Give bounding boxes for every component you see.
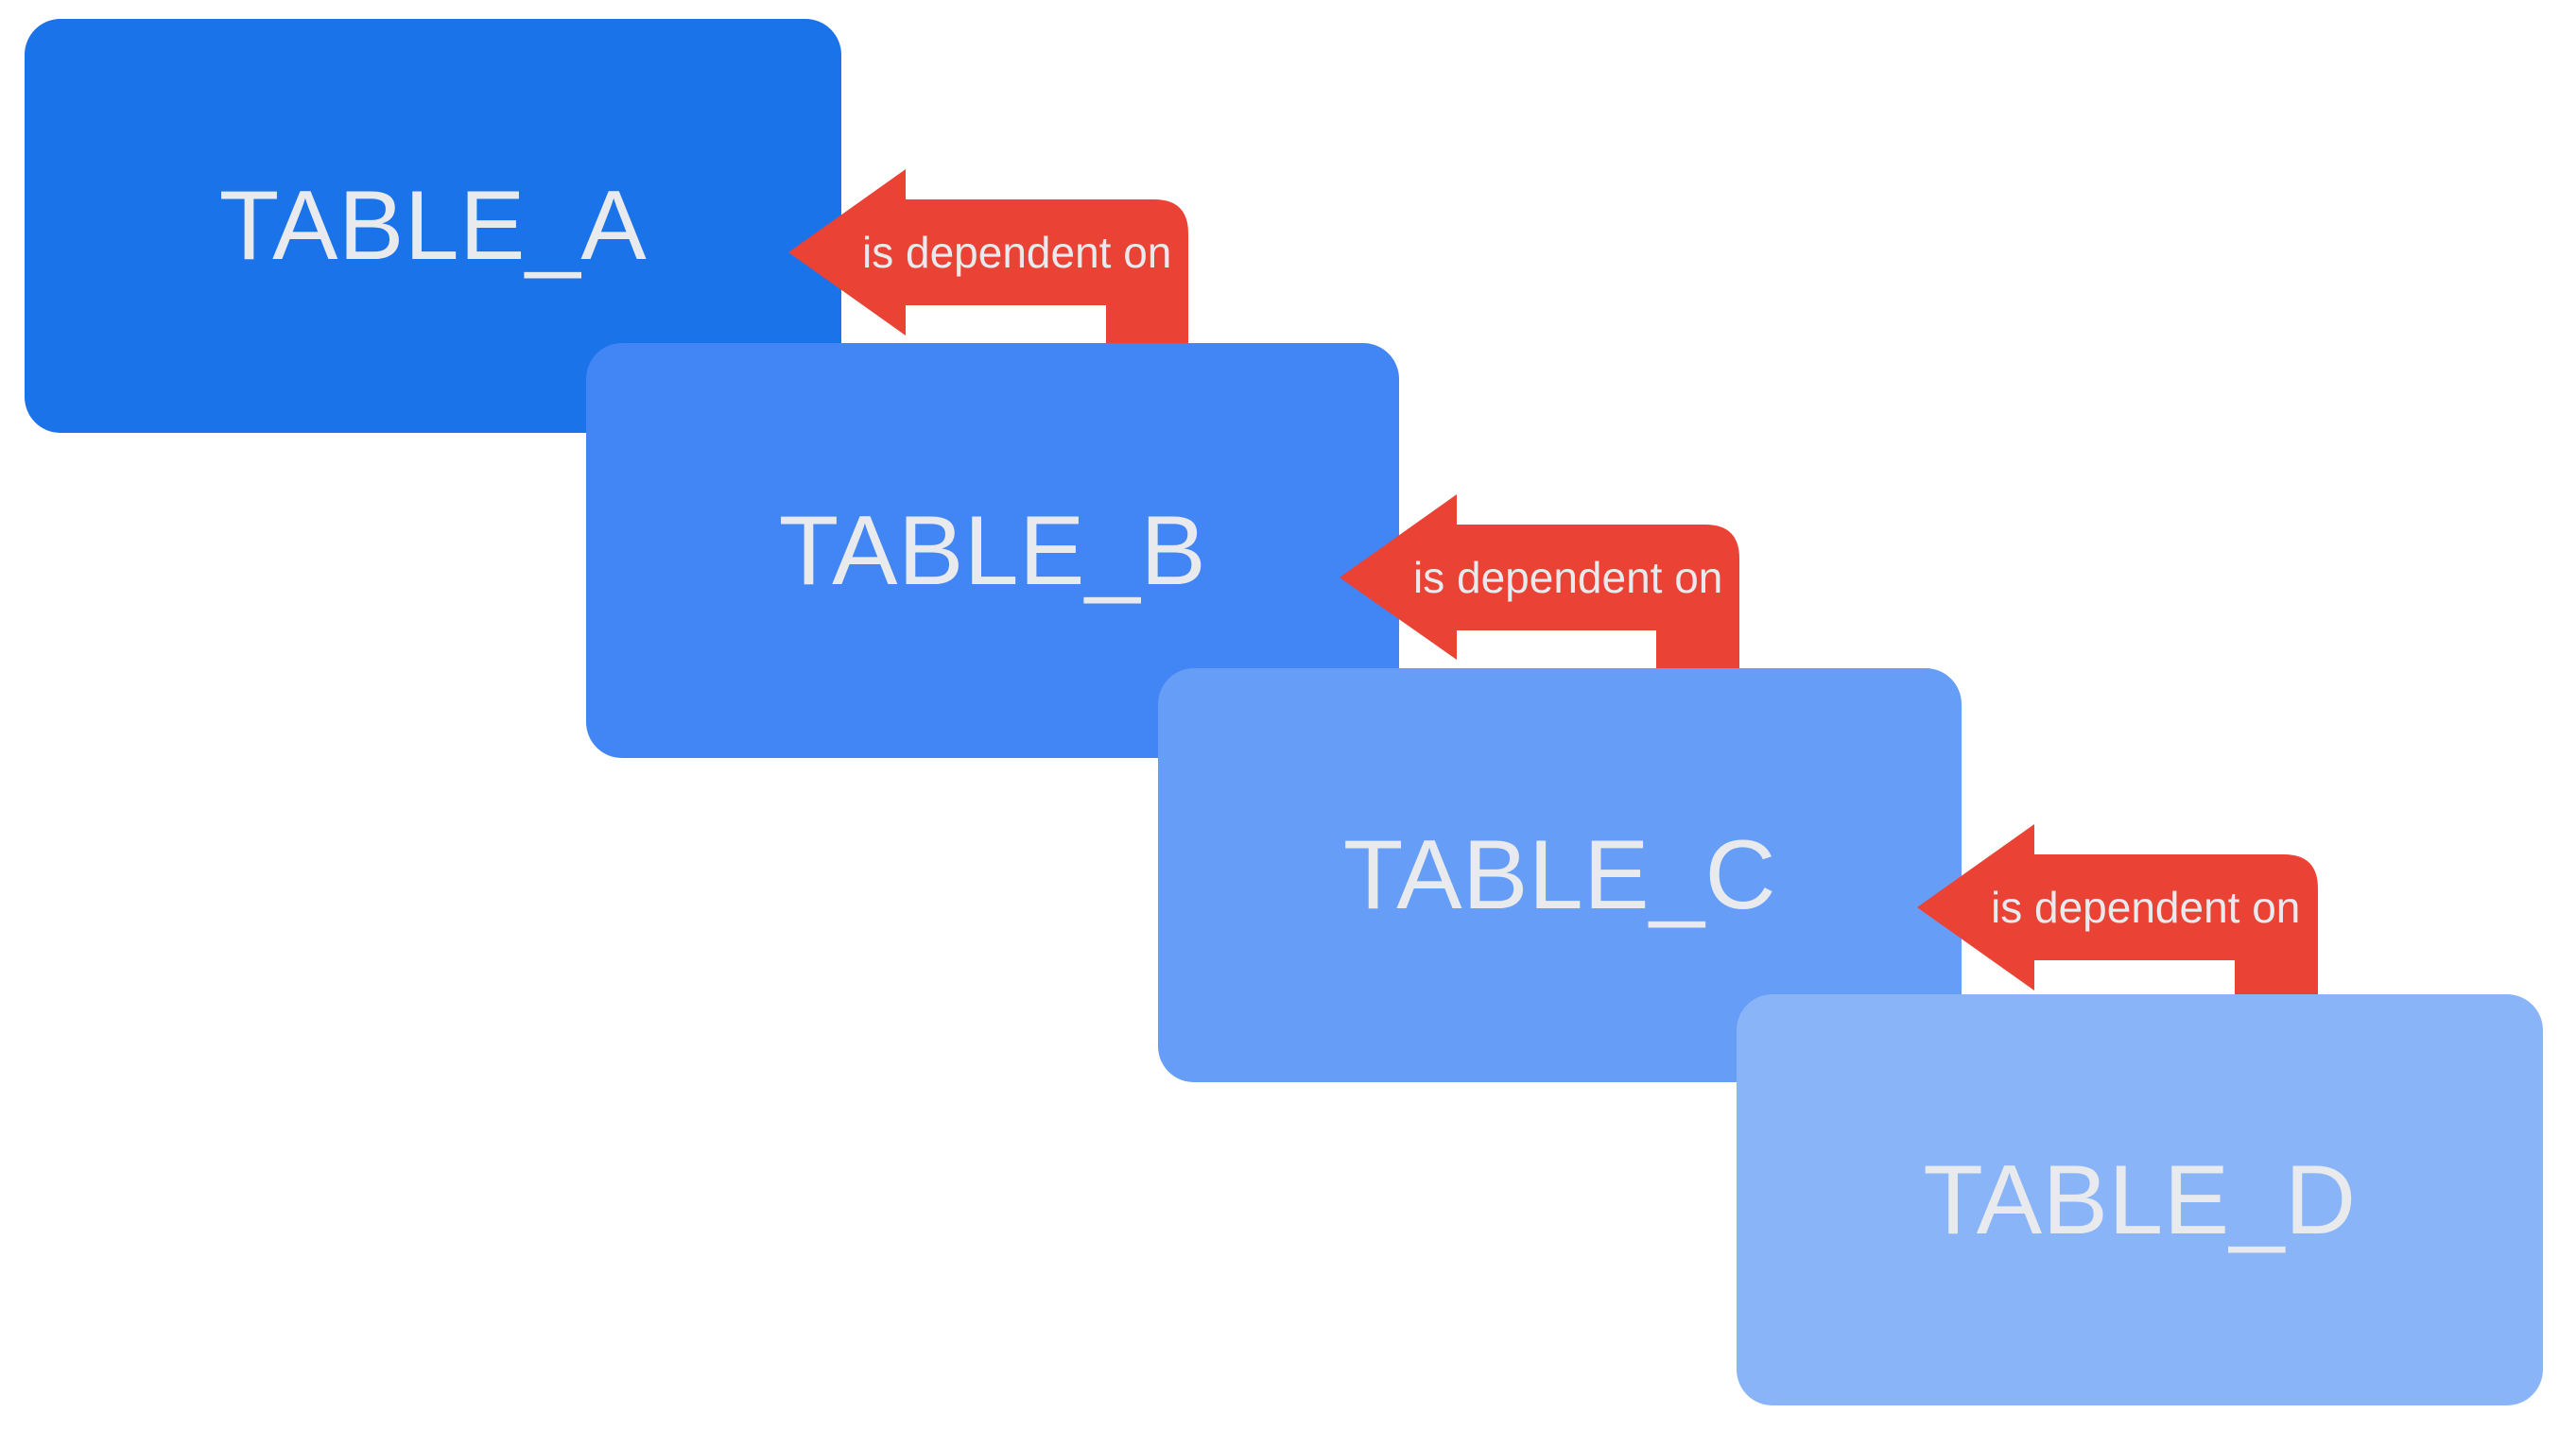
edge-is-dependent-on-c-d[interactable] bbox=[1913, 820, 2322, 1004]
node-table-c[interactable]: TABLE_C bbox=[1158, 668, 1962, 1082]
node-label-table-a: TABLE_A bbox=[218, 171, 648, 281]
node-label-table-b: TABLE_B bbox=[778, 495, 1207, 606]
node-label-table-c: TABLE_C bbox=[1342, 820, 1777, 930]
edge-is-dependent-on-b-c[interactable] bbox=[1336, 491, 1743, 674]
node-label-table-d: TABLE_D bbox=[1923, 1145, 2357, 1255]
arrow-shape bbox=[1340, 494, 1739, 670]
node-table-a[interactable]: TABLE_A bbox=[25, 19, 841, 433]
arrow-shape bbox=[1917, 824, 2318, 1000]
arrow-shape bbox=[788, 169, 1188, 345]
edge-is-dependent-on-a-b[interactable] bbox=[785, 165, 1192, 349]
node-table-d[interactable]: TABLE_D bbox=[1737, 994, 2543, 1405]
